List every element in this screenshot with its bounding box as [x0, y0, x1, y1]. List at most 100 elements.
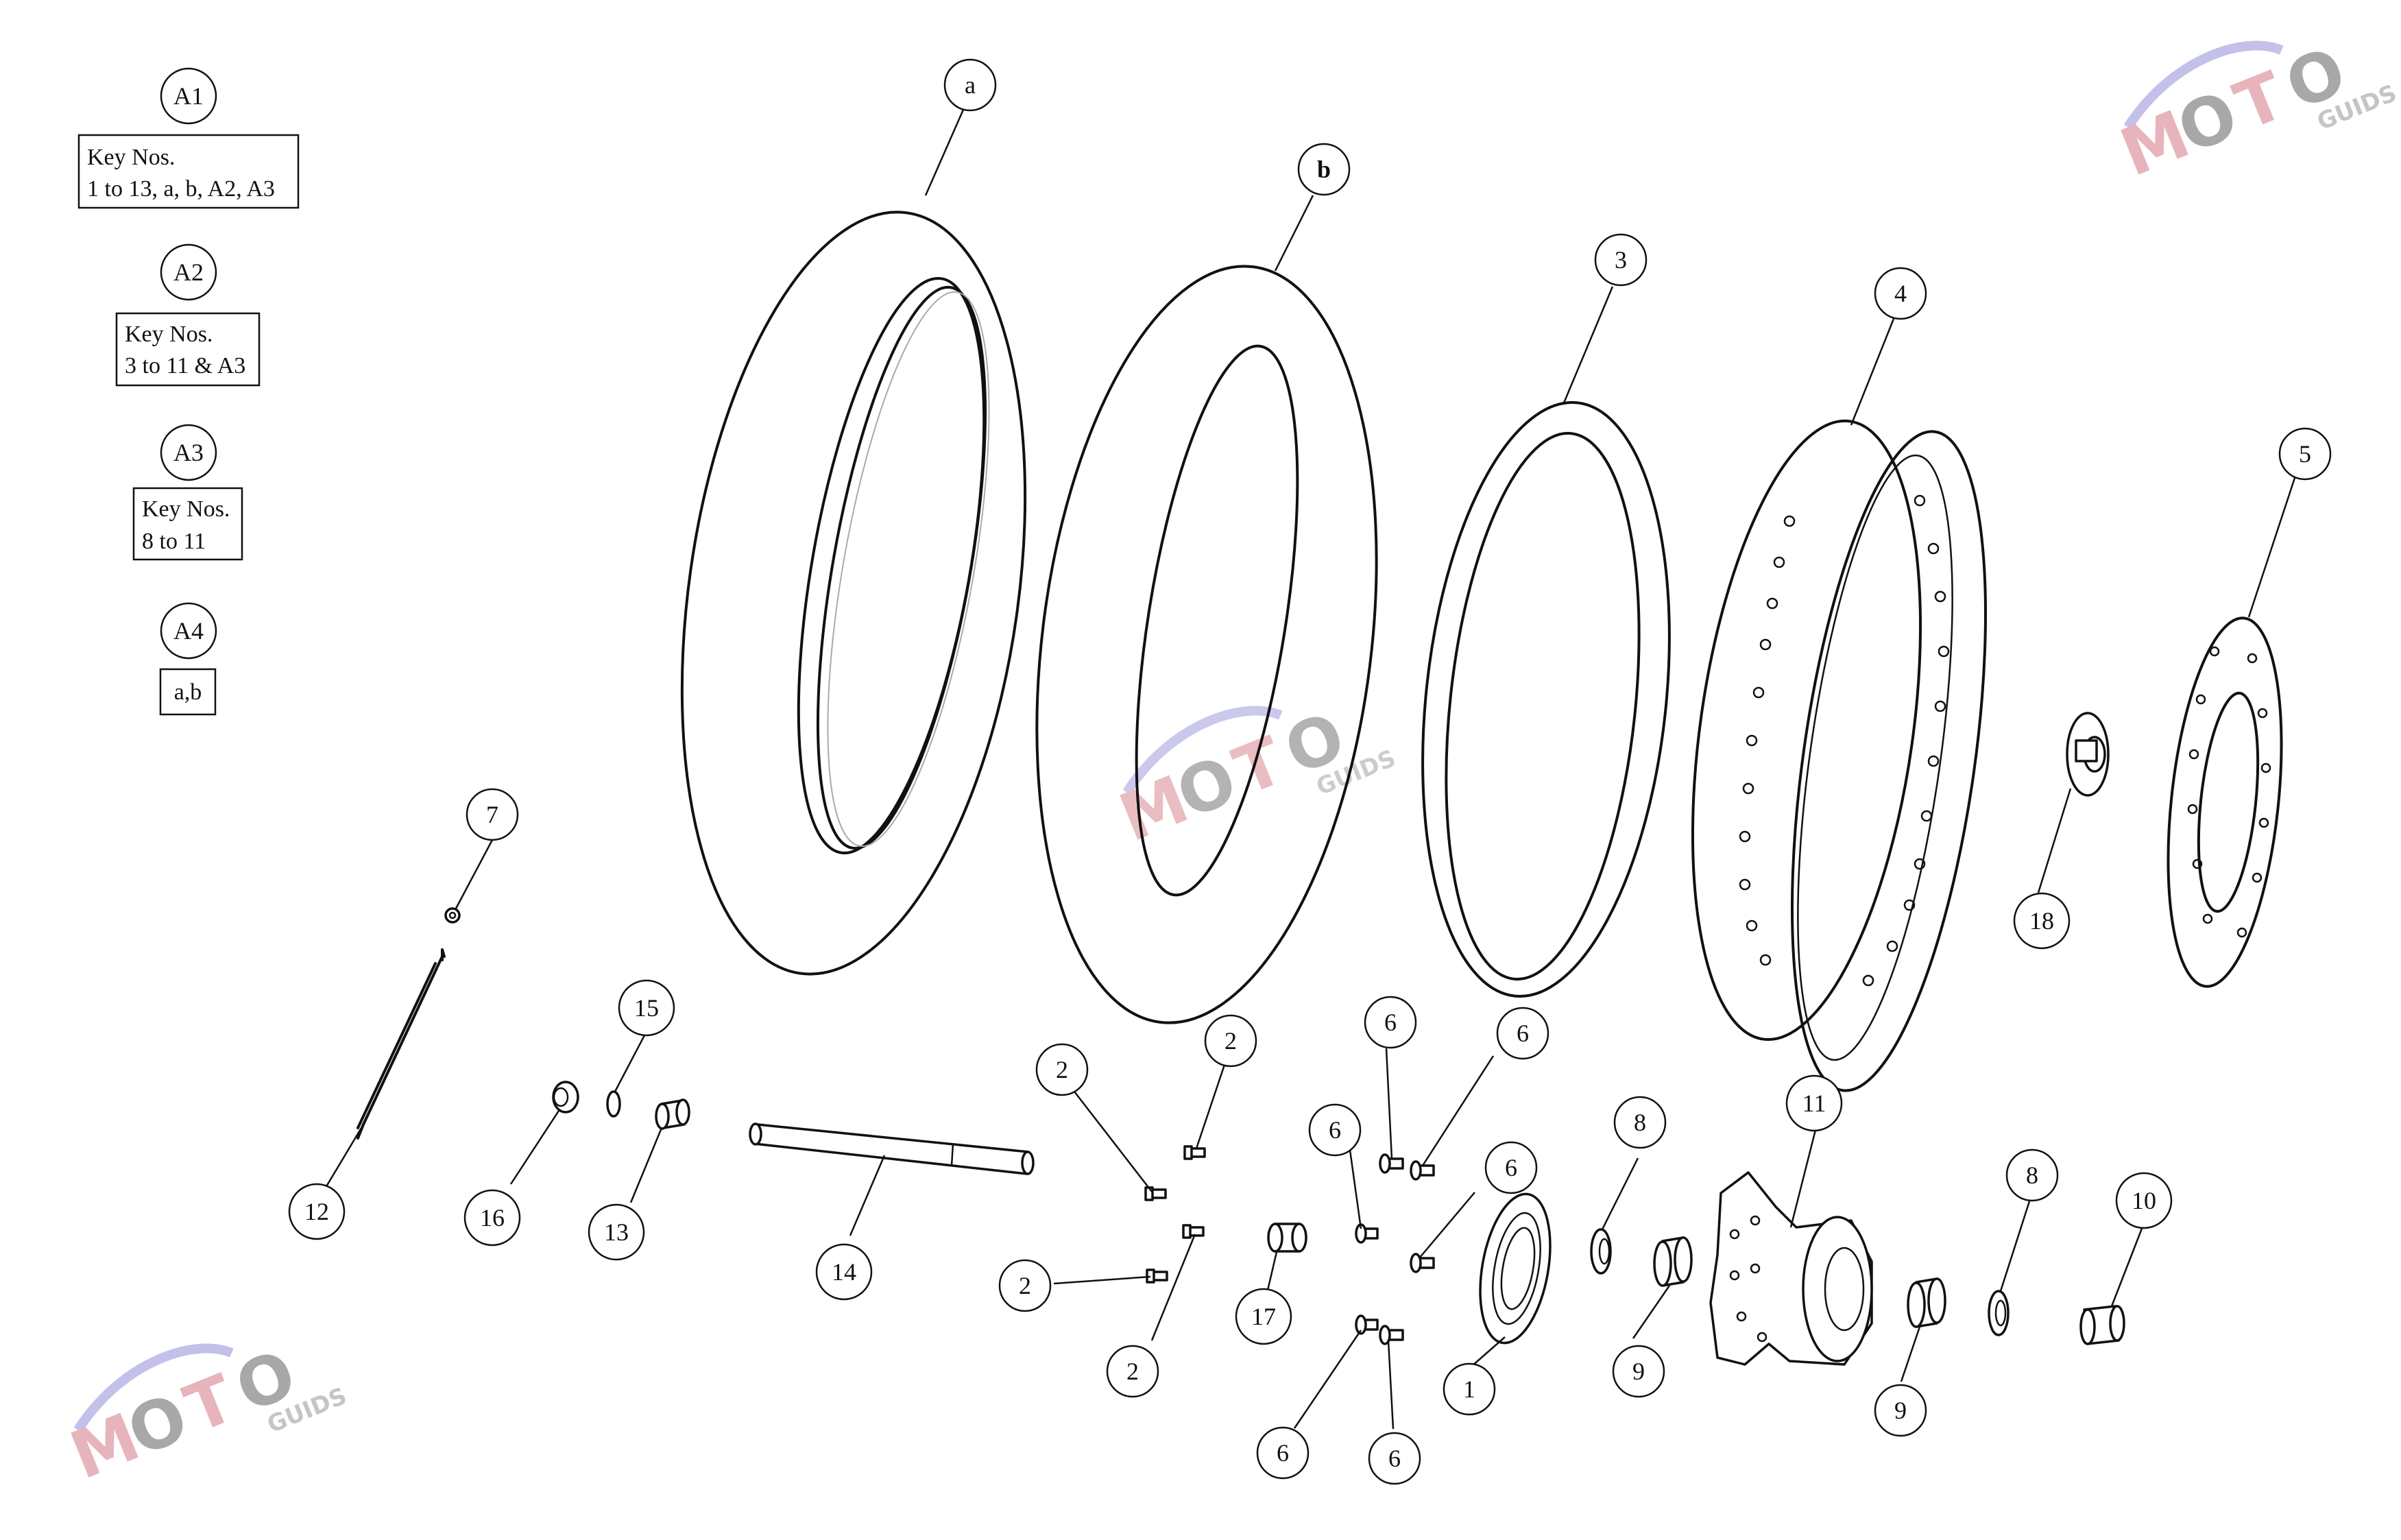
kit-a4-bubble: A4: [160, 602, 217, 660]
svg-text:6: 6: [1505, 1154, 1517, 1181]
callout-b: b: [1297, 143, 1351, 196]
svg-text:3: 3: [1615, 246, 1627, 274]
svg-text:9: 9: [1894, 1397, 1907, 1424]
callout-13: 13: [588, 1203, 645, 1261]
callout-10: 10: [2115, 1172, 2173, 1229]
kit-a4-box: a,b: [159, 668, 217, 716]
callout-18: 18: [2013, 892, 2071, 950]
callout-6-f: 6: [1368, 1432, 1421, 1485]
svg-text:7: 7: [486, 801, 498, 828]
part-bush-13: [655, 1098, 690, 1130]
svg-text:17: 17: [1251, 1303, 1276, 1330]
part-inner-tube: [1035, 265, 1378, 1024]
part-axle-nut: [2079, 1305, 2125, 1345]
svg-text:6: 6: [1277, 1439, 1289, 1467]
callout-6-e: 6: [1256, 1426, 1310, 1480]
callout-2-d: 2: [1106, 1345, 1159, 1398]
kit-a1-box: Key Nos. 1 to 13, a, b, A2, A3: [77, 134, 300, 209]
callout-3: 3: [1594, 233, 1648, 287]
callout-6-b: 6: [1496, 1007, 1549, 1060]
kit-a4: A4 a,b: [159, 602, 217, 716]
callout-2-a: 2: [1035, 1043, 1089, 1096]
watermark-top-right: M O T O GUIDS: [2110, 32, 2400, 191]
part-bearing-9-right: [1907, 1277, 1946, 1328]
callout-16: 16: [463, 1189, 521, 1247]
part-spacer-17: [1267, 1223, 1307, 1253]
part-speedo-drive: [2066, 712, 2110, 797]
callout-11: 11: [1785, 1074, 1843, 1132]
svg-text:12: 12: [304, 1198, 329, 1225]
svg-text:10: 10: [2132, 1187, 2156, 1214]
watermark-bottom-left: M O T O GUIDS: [60, 1335, 350, 1494]
svg-text:a: a: [965, 71, 976, 99]
svg-text:8: 8: [2026, 1162, 2038, 1189]
part-hub-bolts: [1355, 1153, 1435, 1345]
part-rim-tape: [1421, 400, 1671, 998]
callout-17: 17: [1235, 1288, 1292, 1345]
svg-text:15: 15: [634, 994, 659, 1022]
svg-text:18: 18: [2029, 907, 2054, 935]
callout-6-a: 6: [1364, 996, 1417, 1049]
kit-a3: A3 Key Nos. 8 to 11: [132, 424, 243, 561]
leader-lines: [324, 109, 2297, 1430]
svg-text:8: 8: [1634, 1109, 1646, 1136]
watermark-center: M O T O GUIDS: [1109, 697, 1399, 856]
svg-text:6: 6: [1388, 1445, 1401, 1472]
svg-text:A1: A1: [173, 82, 204, 110]
callout-9-b: 9: [1874, 1384, 1927, 1437]
part-speedo-ring: [1479, 1192, 1552, 1345]
svg-text:1: 1: [1463, 1375, 1475, 1403]
kit-a2-bubble: A2: [160, 243, 217, 301]
svg-text:Key Nos.: Key Nos.: [142, 496, 230, 522]
svg-text:16: 16: [480, 1204, 505, 1231]
part-spoke-nipple: [444, 907, 461, 924]
callout-2-c: 2: [998, 1259, 1052, 1312]
callout-1: 1: [1443, 1362, 1496, 1416]
svg-text:A2: A2: [173, 258, 204, 286]
part-rim: [1691, 419, 1987, 1092]
svg-text:6: 6: [1517, 1020, 1529, 1047]
svg-text:13: 13: [604, 1218, 629, 1246]
svg-text:a,b: a,b: [174, 679, 202, 705]
svg-text:6: 6: [1384, 1009, 1397, 1036]
part-brake-disc: [2167, 616, 2283, 988]
svg-text:b: b: [1317, 156, 1331, 183]
kit-a1-bubble: A1: [160, 67, 217, 125]
svg-text:A3: A3: [173, 439, 204, 466]
part-seal-8-left: [1590, 1228, 1612, 1275]
part-hub: [1709, 1171, 1873, 1366]
svg-text:8 to 11: 8 to 11: [142, 529, 206, 554]
svg-text:14: 14: [832, 1258, 856, 1286]
svg-text:2: 2: [1019, 1272, 1031, 1299]
kit-a3-box: Key Nos. 8 to 11: [132, 487, 243, 561]
callout-8-b: 8: [2005, 1148, 2059, 1202]
callout-6-c: 6: [1308, 1103, 1362, 1157]
part-tyre: [680, 210, 1027, 976]
svg-text:11: 11: [1802, 1090, 1826, 1117]
kit-a1: A1 Key Nos. 1 to 13, a, b, A2, A3: [77, 67, 300, 209]
callout-9-a: 9: [1612, 1345, 1665, 1398]
callout-7: 7: [466, 788, 519, 841]
part-spoke: [357, 948, 446, 1140]
callout-8-a: 8: [1613, 1096, 1667, 1149]
svg-text:1 to 13, a, b, A2, A3: 1 to 13, a, b, A2, A3: [87, 176, 275, 202]
part-seal-8-right: [1988, 1290, 2010, 1336]
kit-a2: A2 Key Nos. 3 to 11 & A3: [115, 243, 261, 387]
callout-14: 14: [815, 1243, 873, 1301]
callout-15: 15: [618, 979, 675, 1037]
svg-text:A4: A4: [173, 617, 204, 645]
svg-text:9: 9: [1632, 1358, 1645, 1385]
callout-12: 12: [288, 1183, 346, 1240]
svg-text:4: 4: [1894, 280, 1907, 307]
part-seal-15: [606, 1090, 621, 1118]
part-spacer-16: [552, 1081, 579, 1114]
svg-text:2: 2: [1224, 1027, 1237, 1055]
svg-text:Key Nos.: Key Nos.: [87, 145, 175, 170]
callout-2-b: 2: [1204, 1014, 1257, 1068]
svg-text:5: 5: [2299, 440, 2311, 468]
part-axle: [749, 1122, 1035, 1175]
kit-a2-box: Key Nos. 3 to 11 & A3: [115, 312, 261, 387]
part-disc-bolts: [1144, 1145, 1206, 1284]
callout-4: 4: [1874, 267, 1927, 320]
